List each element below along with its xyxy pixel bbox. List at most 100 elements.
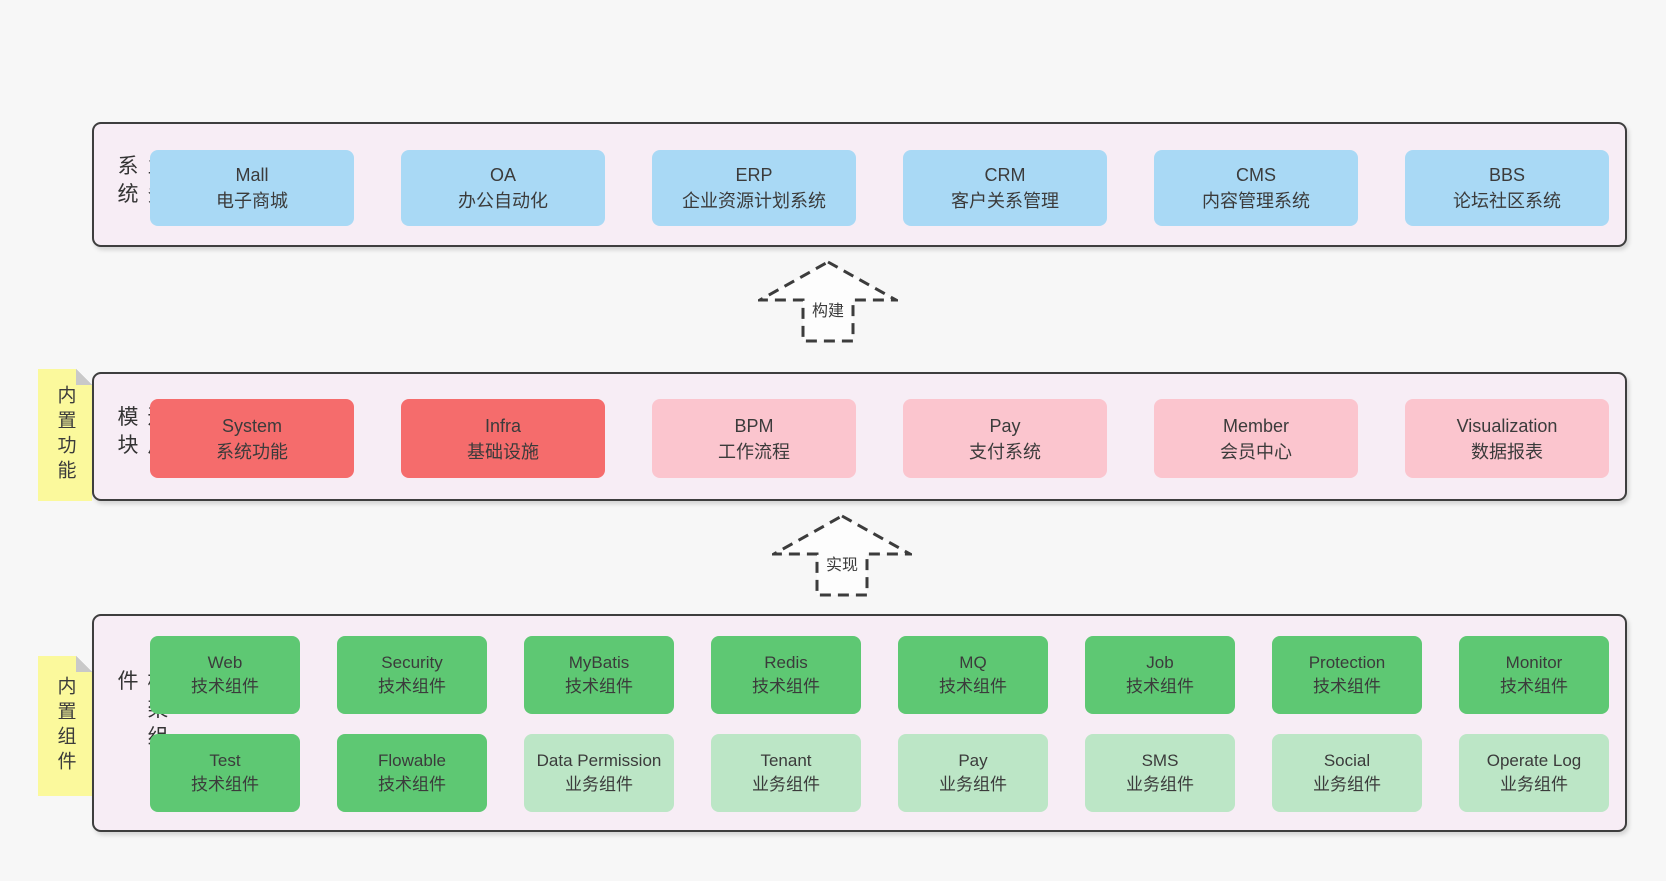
box-bbs: BBS 论坛社区系统 (1405, 150, 1609, 226)
box-title: MyBatis (568, 653, 630, 672)
box-subtitle: 业务组件 (1313, 775, 1381, 794)
business-systems-row: Mall 电子商城 OA 办公自动化 ERP 企业资源计划系统 CRM 客户关系… (150, 150, 1609, 226)
box-subtitle: 技术组件 (378, 677, 446, 696)
box-redis: Redis 技术组件 (711, 636, 861, 714)
box-flowable: Flowable 技术组件 (337, 734, 487, 812)
box-title: Protection (1308, 653, 1386, 672)
box-job: Job 技术组件 (1085, 636, 1235, 714)
arrow-implement: 实现 (772, 514, 912, 598)
box-subtitle: 企业资源计划系统 (682, 191, 826, 211)
box-title: BPM (734, 415, 774, 436)
box-subtitle: 办公自动化 (458, 191, 548, 211)
box-title: Mall (235, 165, 269, 185)
box-erp: ERP 企业资源计划系统 (652, 150, 856, 226)
box-title: Social (1323, 751, 1371, 770)
sticky-note-built-in-functions: 内置功能 (38, 369, 92, 501)
box-monitor: Monitor 技术组件 (1459, 636, 1609, 714)
box-subtitle: 技术组件 (939, 677, 1007, 696)
box-tenant: Tenant 业务组件 (711, 734, 861, 812)
box-pay-component: Pay 业务组件 (898, 734, 1048, 812)
box-subtitle: 支付系统 (969, 441, 1041, 462)
box-subtitle: 业务组件 (1126, 775, 1194, 794)
box-subtitle: 内容管理系统 (1202, 191, 1310, 211)
box-subtitle: 数据报表 (1471, 441, 1543, 462)
box-title: Web (207, 653, 243, 672)
box-mq: MQ 技术组件 (898, 636, 1048, 714)
box-cms: CMS 内容管理系统 (1154, 150, 1358, 226)
box-security: Security 技术组件 (337, 636, 487, 714)
box-title: BBS (1488, 165, 1526, 185)
box-mybatis: MyBatis 技术组件 (524, 636, 674, 714)
box-title: Infra (484, 415, 522, 436)
box-subtitle: 技术组件 (1126, 677, 1194, 696)
box-subtitle: 电子商城 (216, 191, 288, 211)
box-title: Job (1146, 653, 1174, 672)
box-subtitle: 技术组件 (752, 677, 820, 696)
common-modules-row: System 系统功能 Infra 基础设施 BPM 工作流程 Pay 支付系统… (150, 399, 1609, 478)
box-operate-log: Operate Log 业务组件 (1459, 734, 1609, 812)
box-subtitle: 业务组件 (752, 775, 820, 794)
box-subtitle: 客户关系管理 (951, 191, 1059, 211)
framework-components-row-2: Test 技术组件 Flowable 技术组件 Data Permission … (150, 734, 1609, 812)
box-subtitle: 业务组件 (1500, 775, 1568, 794)
box-subtitle: 工作流程 (718, 441, 790, 462)
folded-corner-icon (76, 656, 92, 672)
box-web: Web 技术组件 (150, 636, 300, 714)
box-title: Redis (764, 653, 808, 672)
box-title: CMS (1236, 165, 1276, 185)
arrow-build-label: 构建 (808, 297, 848, 321)
folded-corner-icon (76, 369, 92, 385)
business-systems-container: 业务系统 Mall 电子商城 OA 办公自动化 ERP 企业资源计划系统 CRM… (92, 122, 1627, 247)
box-subtitle: 技术组件 (1500, 677, 1568, 696)
box-system: System 系统功能 (150, 399, 354, 478)
box-title: Visualization (1456, 415, 1558, 436)
box-title: Data Permission (536, 751, 662, 770)
box-title: System (221, 415, 282, 436)
box-title: Tenant (760, 751, 812, 770)
common-modules-container: 通用模块 System 系统功能 Infra 基础设施 BPM 工作流程 Pay… (92, 372, 1627, 501)
box-title: Pay (989, 415, 1021, 436)
box-title: Member (1222, 415, 1289, 436)
box-title: SMS (1141, 751, 1179, 770)
box-data-permission: Data Permission 业务组件 (524, 734, 674, 812)
arrow-build: 构建 (758, 260, 898, 344)
box-title: CRM (984, 165, 1026, 185)
box-sms: SMS 业务组件 (1085, 734, 1235, 812)
box-member: Member 会员中心 (1154, 399, 1358, 478)
box-subtitle: 技术组件 (191, 677, 259, 696)
box-bpm: BPM 工作流程 (652, 399, 856, 478)
box-subtitle: 技术组件 (1313, 677, 1381, 696)
box-subtitle: 技术组件 (191, 775, 259, 794)
box-subtitle: 业务组件 (939, 775, 1007, 794)
sticky-note-text: 内置功能 (54, 385, 76, 485)
box-subtitle: 会员中心 (1220, 441, 1292, 462)
box-title: Flowable (377, 751, 447, 770)
framework-components-container: 框架组件 Web 技术组件 Security 技术组件 MyBatis 技术组件… (92, 614, 1627, 832)
box-title: Security (381, 653, 443, 672)
box-mall: Mall 电子商城 (150, 150, 354, 226)
box-infra: Infra 基础设施 (401, 399, 605, 478)
box-protection: Protection 技术组件 (1272, 636, 1422, 714)
box-subtitle: 基础设施 (467, 441, 539, 462)
sticky-note-text: 内置组件 (54, 676, 76, 776)
box-subtitle: 论坛社区系统 (1453, 191, 1561, 211)
box-title: Operate Log (1486, 751, 1582, 770)
box-title: Test (209, 751, 241, 770)
box-title: MQ (959, 653, 987, 672)
box-subtitle: 技术组件 (378, 775, 446, 794)
box-title: Pay (958, 751, 988, 770)
box-title: Monitor (1505, 653, 1563, 672)
arrow-implement-label: 实现 (822, 551, 862, 575)
box-subtitle: 技术组件 (565, 677, 633, 696)
sticky-note-built-in-components: 内置组件 (38, 656, 92, 796)
box-visualization: Visualization 数据报表 (1405, 399, 1609, 478)
box-social: Social 业务组件 (1272, 734, 1422, 812)
box-subtitle: 系统功能 (216, 441, 288, 462)
box-test: Test 技术组件 (150, 734, 300, 812)
box-title: OA (489, 165, 516, 185)
box-oa: OA 办公自动化 (401, 150, 605, 226)
box-title: ERP (735, 165, 773, 185)
box-crm: CRM 客户关系管理 (903, 150, 1107, 226)
framework-components-row-1: Web 技术组件 Security 技术组件 MyBatis 技术组件 Redi… (150, 636, 1609, 714)
box-subtitle: 业务组件 (565, 775, 633, 794)
